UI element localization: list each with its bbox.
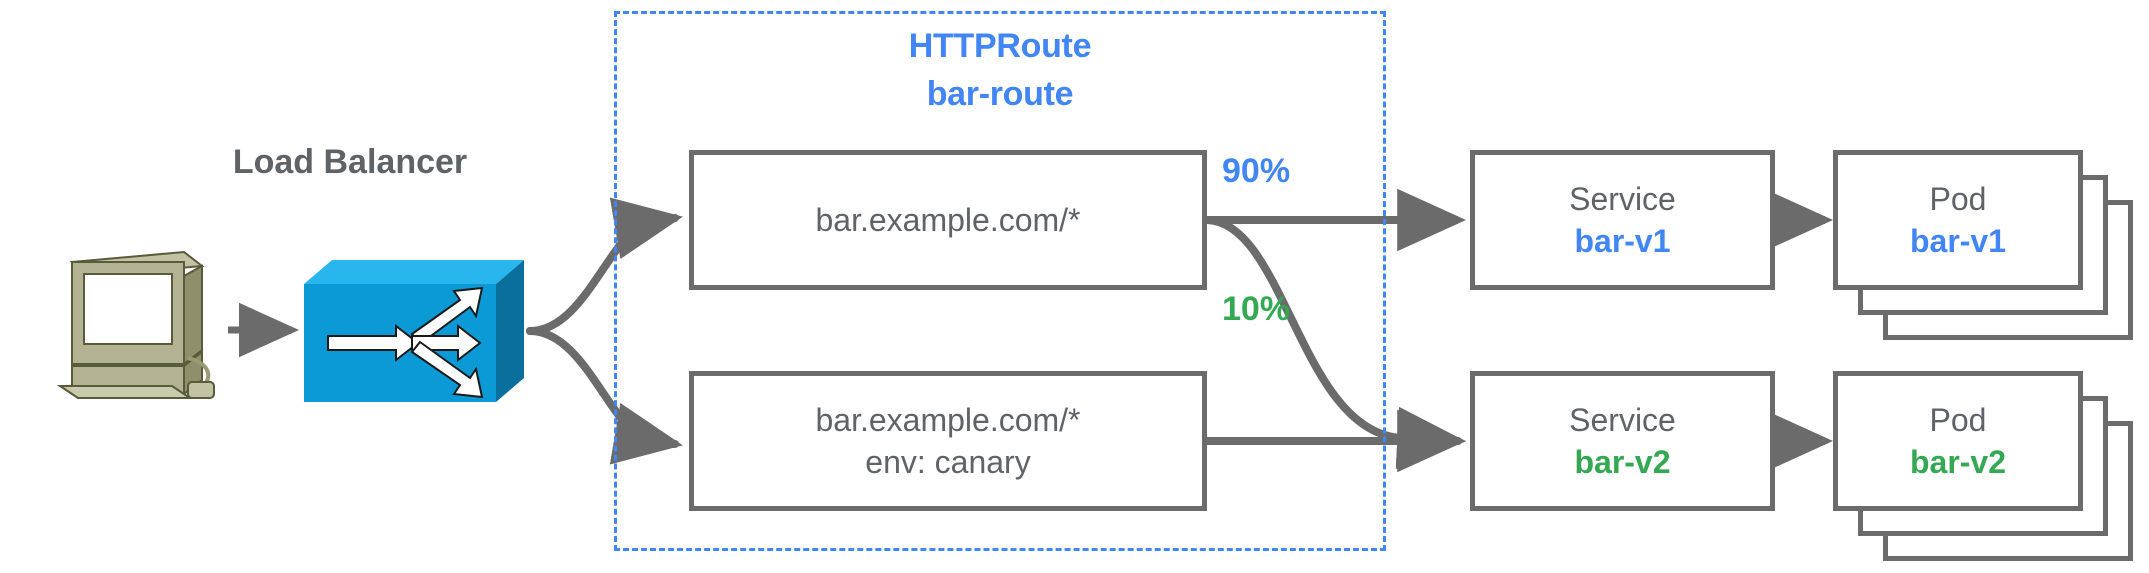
pods-bar-v2[interactable]: Pod bar-v2 [1833,371,2133,561]
load-balancer-label: Load Balancer [232,143,468,181]
pod-v2-name-label: bar-v2 [1909,444,2007,480]
httproute-name-label: bar-route [926,75,1074,113]
weight-label-90: 90% [1222,152,1291,190]
pod-v2-kind-label: Pod [1929,402,1987,438]
service-v1-name-label: bar-v1 [1574,223,1671,259]
httproute-group-title: HTTPRoute bar-route [614,22,1386,118]
network-switch-icon [300,256,528,406]
pods-bar-v1[interactable]: Pod bar-v1 [1833,150,2133,340]
weight-label-10: 10% [1222,290,1291,328]
arrow-rule-default-to-service-v2 [1203,216,1466,470]
rule-canary-header: env: canary [865,444,1031,480]
desktop-computer-icon [42,240,218,400]
httproute-rule-default[interactable]: bar.example.com/* [689,150,1207,290]
httproute-group-boundary [614,11,1386,551]
service-v2-name-label: bar-v2 [1574,444,1671,480]
pod-v1-kind-label: Pod [1929,181,1987,217]
pod-card-replica-1[interactable]: Pod bar-v1 [1833,150,2083,290]
httproute-rule-canary[interactable]: bar.example.com/* env: canary [689,371,1207,511]
rule-canary-match: bar.example.com/* [815,402,1081,438]
arrow-lb-to-rule-default [526,197,683,335]
pod-card-replica-1[interactable]: Pod bar-v2 [1833,371,2083,511]
httproute-kind-label: HTTPRoute [908,27,1092,65]
rule-default-match: bar.example.com/* [815,202,1081,238]
service-bar-v2[interactable]: Service bar-v2 [1470,371,1775,511]
service-v2-kind-label: Service [1569,402,1676,438]
arrow-lb-to-rule-canary [526,327,683,465]
service-v1-kind-label: Service [1569,181,1676,217]
service-bar-v1[interactable]: Service bar-v1 [1470,150,1775,290]
pod-v1-name-label: bar-v1 [1909,223,2007,259]
